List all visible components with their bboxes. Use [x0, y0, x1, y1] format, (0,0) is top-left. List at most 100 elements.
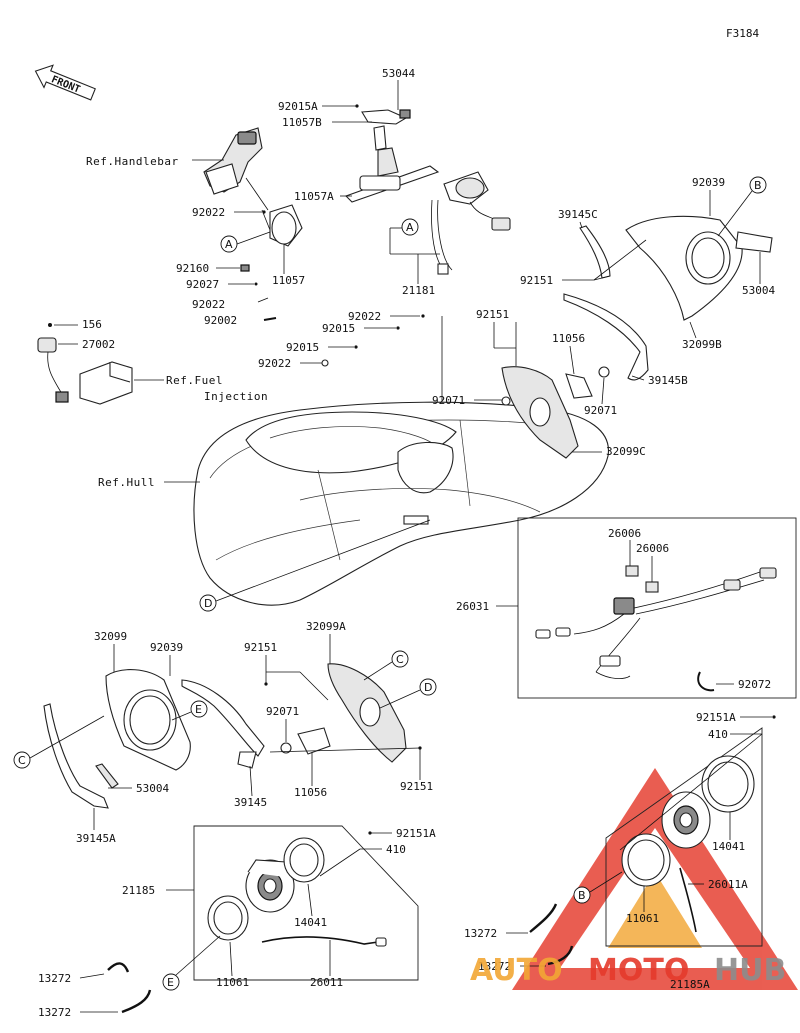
part-11061-left: 11061 [216, 976, 249, 989]
part-32099c: 32099C [606, 445, 646, 458]
part-92071-bot: 92071 [266, 705, 299, 718]
part-410-right: 410 [708, 728, 728, 741]
part-26011: 26011 [310, 976, 343, 989]
watermark-moto: MOTO [588, 953, 689, 988]
callout-c-left: C [18, 754, 26, 767]
part-92015-c2: 92015 [286, 341, 319, 354]
part-11057b: 11057B [282, 116, 322, 129]
part-92151-bot1: 92151 [244, 641, 277, 654]
watermark-auto: AUTO [470, 953, 563, 988]
part-26006-a: 26006 [608, 527, 641, 540]
handlebar-switch [203, 127, 271, 231]
figure-code: F3184 [726, 27, 759, 40]
part-53004-bot: 53004 [136, 782, 169, 795]
callout-d-hull: D [204, 597, 212, 610]
speaker-box-right [605, 727, 763, 947]
part-32099b: 32099B [682, 338, 722, 351]
sensor-27002 [37, 323, 133, 405]
trim-39145b [563, 293, 649, 381]
part-26006-b: 26006 [636, 542, 669, 555]
callout-e-bottom: E [167, 976, 174, 989]
part-92151-top: 92151 [520, 274, 553, 287]
part-92151a-right: 92151A [696, 711, 736, 724]
part-92015a: 92015A [278, 100, 318, 113]
part-21185: 21185 [122, 884, 155, 897]
ref-handlebar: Ref.Handlebar [86, 155, 179, 168]
part-92022-mid: 92022 [192, 298, 225, 311]
part-11057: 11057 [272, 274, 305, 287]
part-53004-top: 53004 [742, 284, 775, 297]
part-21185a: 21185A [670, 978, 710, 991]
bracket-32099c [501, 366, 610, 459]
grille-14041-left [283, 837, 325, 883]
callout-b-bottom: B [578, 889, 586, 902]
ref-hull: Ref.Hull [98, 476, 155, 489]
wire-26011 [261, 936, 379, 945]
nut-92160 [240, 264, 250, 272]
speaker-cover-32099 [105, 669, 191, 771]
ref-fuel-injection-1: Ref.Fuel [166, 374, 223, 387]
trim-39145a [43, 703, 109, 809]
part-39145: 39145 [234, 796, 267, 809]
seal-53004 [95, 763, 119, 789]
part-92072: 92072 [738, 678, 771, 691]
part-92022-c1: 92022 [348, 310, 381, 323]
part-13272-right-1: 13272 [464, 927, 497, 940]
part-92151-bot2: 92151 [400, 780, 433, 793]
callout-a-left: A [225, 238, 233, 251]
grommet-13272-right-2 [547, 945, 574, 966]
part-92160: 92160 [176, 262, 209, 275]
part-39145c: 39145C [558, 208, 598, 221]
watermark-triangle-core [608, 872, 702, 948]
part-13272-right-2: 13272 [478, 960, 511, 973]
grommet-13272-left-1 [107, 962, 130, 973]
callout-d-mid: D [424, 681, 432, 694]
part-11057a: 11057A [294, 190, 334, 203]
part-32099a: 32099A [306, 620, 346, 633]
callout-c-mid: C [396, 653, 404, 666]
part-92022-c2: 92022 [258, 357, 291, 370]
part-13272-left-2: 13272 [38, 1006, 71, 1019]
callout-e-left: E [195, 703, 202, 716]
part-14041-right: 14041 [712, 840, 745, 853]
screw-92002 [263, 317, 277, 321]
ref-fuel-injection-2: Injection [204, 390, 268, 403]
part-92027: 92027 [186, 278, 219, 291]
speaker-cover-32099b [625, 215, 773, 321]
clamp-92072 [697, 671, 715, 692]
part-11056-bot: 11056 [294, 786, 327, 799]
part-92022-top: 92022 [192, 206, 225, 219]
screw-92022 [257, 297, 269, 303]
hull [193, 401, 609, 606]
lever-11057a [344, 109, 440, 203]
part-92039-top: 92039 [692, 176, 725, 189]
part-53044: 53044 [382, 67, 415, 80]
connector-21181 [431, 171, 511, 275]
part-410-left: 410 [386, 843, 406, 856]
part-92151-mid: 92151 [476, 308, 509, 321]
part-11056-top: 11056 [552, 332, 585, 345]
cover-11057 [269, 204, 303, 247]
callout-b-top: B [754, 179, 762, 192]
part-32099: 32099 [94, 630, 127, 643]
part-21181: 21181 [402, 284, 435, 297]
screw-92027 [254, 282, 258, 286]
part-39145b: 39145B [648, 374, 688, 387]
part-11061-right: 11061 [626, 912, 659, 925]
part-156: 156 [82, 318, 102, 331]
part-13272-left-1: 13272 [38, 972, 71, 985]
part-39145a: 39145A [76, 832, 116, 845]
harness-box [517, 517, 797, 699]
bracket-32099a [280, 663, 407, 763]
part-14041-left: 14041 [294, 916, 327, 929]
grommet-13272-right-1 [529, 903, 558, 933]
part-92151a-left: 92151A [396, 827, 436, 840]
trim-92039 [181, 679, 265, 769]
callout-a-right: A [406, 221, 414, 234]
watermark-text: AUTO MOTO HUB [470, 953, 786, 988]
grommet-13272-left-2 [121, 989, 152, 1014]
part-92002: 92002 [204, 314, 237, 327]
part-92015-c1: 92015 [322, 322, 355, 335]
trim-39145c [579, 225, 611, 279]
